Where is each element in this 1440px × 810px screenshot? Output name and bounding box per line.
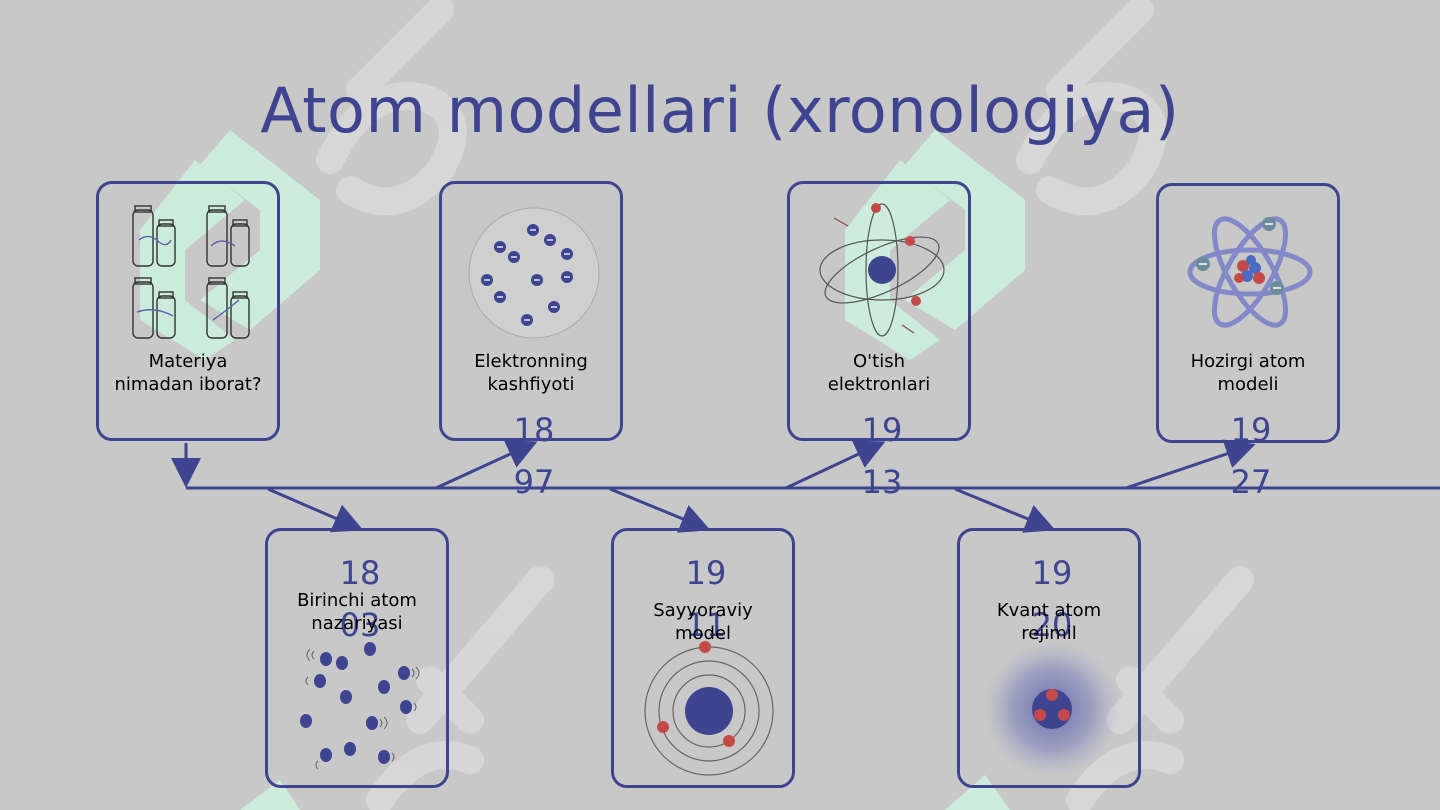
card-year: 1803 xyxy=(339,554,381,644)
card-label-line2: elektronlari xyxy=(827,374,931,395)
card-year: 1897 xyxy=(513,411,555,501)
card-label-line2: nazariyasi xyxy=(311,613,403,634)
planetary-atom-illustration xyxy=(644,641,774,776)
card-label-line2: nimadan iborat? xyxy=(114,374,262,395)
timeline-card-quantum-model: 1920 Kvant atom rejimil xyxy=(957,528,1141,788)
card-year: 1920 xyxy=(1031,554,1073,644)
timeline-card-electron-transitions: O'tish elektronlari 1913 xyxy=(787,181,971,501)
timeline-card-first-theory: 1803 Birinchi atom nazariyasi xyxy=(265,528,449,788)
card-label-line1: Materiya xyxy=(148,351,228,372)
timeline-card-modern-model: Hozirgi atom modeli 1927 xyxy=(1156,183,1340,501)
timeline-card-planetary-model: 1911 Sayyoraviy model xyxy=(611,528,795,788)
card-label-line2: kashfiyoti xyxy=(487,374,575,395)
card-label-line1: Elektronning xyxy=(474,351,588,372)
timeline-card-electron-discovery: Elektronning kashfiyoti 1897 xyxy=(439,181,623,501)
slide-title: Atom modellari (xronologiya) xyxy=(260,74,1180,147)
card-label-line1: Birinchi atom xyxy=(297,590,417,611)
electron-cloud-illustration xyxy=(984,641,1120,777)
timeline-card-matter: Materiya nimadan iborat? xyxy=(96,181,280,441)
dalton-particles-illustration xyxy=(300,642,420,770)
card-year: 1927 xyxy=(1230,411,1272,501)
bohr-transition-illustration xyxy=(819,203,945,337)
card-label-line2: rejimil xyxy=(1021,623,1077,644)
card-year: 1913 xyxy=(861,411,903,501)
card-label-line1: Hozirgi atom xyxy=(1190,351,1306,372)
modern-atom-illustration xyxy=(1187,216,1313,328)
card-label-line1: Kvant atom xyxy=(996,600,1102,621)
card-label-line1: Sayyoraviy xyxy=(653,600,753,621)
card-year: 1911 xyxy=(685,554,727,644)
card-label-line2: modeli xyxy=(1217,374,1279,395)
card-label-line2: model xyxy=(674,623,732,644)
card-label-line1: O'tish xyxy=(853,351,905,372)
jars-illustration xyxy=(132,205,250,339)
plum-pudding-illustration xyxy=(468,207,600,339)
